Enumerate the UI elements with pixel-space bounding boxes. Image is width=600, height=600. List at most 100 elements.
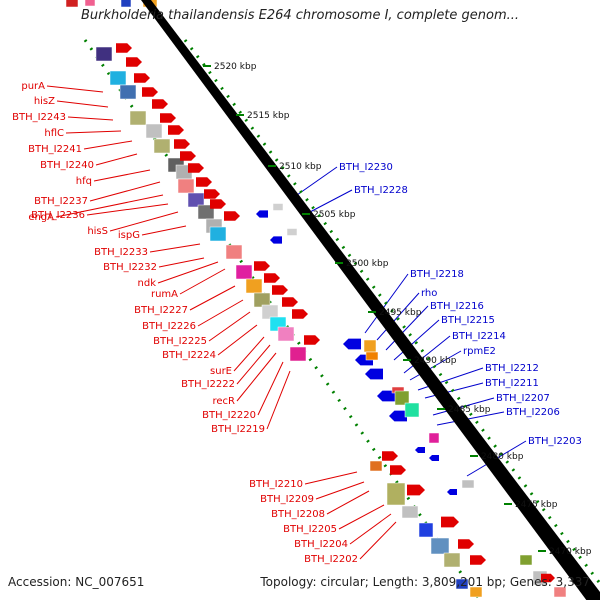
- gene-box: [95, 46, 113, 62]
- gene-box: [553, 586, 567, 598]
- gene-arrow-forward: [264, 273, 280, 283]
- gene-label-bth-i2226[interactable]: BTH_I2226: [142, 321, 196, 332]
- left-label-connector: [359, 521, 397, 560]
- left-label-connector: [338, 504, 385, 530]
- gene-label-bth-i2228[interactable]: BTH_I2228: [354, 185, 408, 196]
- gene-label-enga[interactable]: engA: [28, 212, 54, 223]
- gene-label-pura[interactable]: purA: [21, 81, 45, 92]
- left-label-connector: [326, 490, 370, 515]
- chromosome-backbone: [141, 0, 600, 600]
- left-label-connector: [304, 471, 358, 485]
- gene-box: [120, 0, 132, 8]
- left-label-connector: [236, 344, 271, 385]
- gene-label-bth-i2215[interactable]: BTH_I2215: [441, 315, 495, 326]
- gene-box: [428, 432, 440, 444]
- gene-label-bth-i2222[interactable]: BTH_I2222: [181, 379, 235, 390]
- gene-label-recr[interactable]: recR: [213, 396, 236, 407]
- gene-label-bth-i2230[interactable]: BTH_I2230: [339, 162, 393, 173]
- left-label-connector: [266, 370, 291, 430]
- left-label-connector: [257, 361, 284, 416]
- scale-tick-label: 2515 kbp: [247, 111, 290, 121]
- gene-label-bth-i2209[interactable]: BTH_I2209: [260, 494, 314, 505]
- gene-arrow-forward: [441, 516, 459, 528]
- gene-label-bth-i2202[interactable]: BTH_I2202: [304, 554, 358, 565]
- gene-label-bth-i2203[interactable]: BTH_I2203: [528, 436, 582, 447]
- left-label-connector: [83, 140, 133, 150]
- gene-box: [401, 505, 419, 519]
- gene-label-bth-i2227[interactable]: BTH_I2227: [134, 305, 188, 316]
- gene-box: [386, 482, 406, 506]
- gene-label-bth-i2232[interactable]: BTH_I2232: [103, 262, 157, 273]
- gene-label-sure[interactable]: surE: [210, 366, 232, 377]
- left-label-connector: [233, 336, 265, 372]
- gene-box: [129, 110, 147, 126]
- gene-label-bth-i2220[interactable]: BTH_I2220: [202, 410, 256, 421]
- gene-box: [225, 244, 243, 260]
- gene-box: [430, 537, 450, 555]
- left-label-connector: [141, 225, 187, 236]
- gene-box: [455, 578, 469, 590]
- gene-label-bth-i2214[interactable]: BTH_I2214: [452, 331, 506, 342]
- gene-label-bth-i2224[interactable]: BTH_I2224: [162, 350, 216, 361]
- gene-label-bth-i2219[interactable]: BTH_I2219: [211, 424, 265, 435]
- gene-label-bth-i2206[interactable]: BTH_I2206: [506, 407, 560, 418]
- gene-label-bth-i2212[interactable]: BTH_I2212: [485, 363, 539, 374]
- gene-label-bth-i2208[interactable]: BTH_I2208: [271, 509, 325, 520]
- gene-arrow-forward: [272, 285, 288, 295]
- scale-tick-label: 2500 kbp: [346, 259, 389, 269]
- gene-label-bth-i2236[interactable]: BTH_I2236: [31, 210, 85, 221]
- gene-arrow-reverse: [377, 390, 395, 402]
- gene-label-bth-i2216[interactable]: BTH_I2216: [430, 301, 484, 312]
- gene-label-bth-i2211[interactable]: BTH_I2211: [485, 378, 539, 389]
- gene-label-ruma[interactable]: rumA: [151, 289, 178, 300]
- gene-label-ndk[interactable]: ndk: [138, 278, 157, 289]
- gene-label-hflc[interactable]: hflC: [44, 128, 64, 139]
- gene-arrow-forward: [174, 139, 190, 149]
- gene-label-bth-i2237[interactable]: BTH_I2237: [34, 196, 88, 207]
- gene-arrow-reverse: [429, 455, 439, 461]
- gene-arrow-forward: [304, 335, 320, 345]
- gene-label-rpme2[interactable]: rpmE2: [463, 346, 496, 357]
- gene-label-hiss[interactable]: hisS: [87, 226, 108, 237]
- gene-label-hfq[interactable]: hfq: [76, 176, 92, 187]
- gene-arrow-forward: [254, 261, 270, 271]
- gene-box: [245, 278, 263, 294]
- gene-arrow-forward: [152, 99, 168, 109]
- gene-label-hisz[interactable]: hisZ: [34, 96, 55, 107]
- left-label-connector: [95, 153, 138, 166]
- gene-label-bth-i2207[interactable]: BTH_I2207: [496, 393, 550, 404]
- gene-box: [365, 351, 379, 361]
- gene-box: [84, 0, 96, 7]
- gene-arrow-reverse: [256, 210, 268, 218]
- gene-label-bth-i2225[interactable]: BTH_I2225: [153, 336, 207, 347]
- scale-tick-label: 2480 kbp: [481, 452, 524, 462]
- gene-arrow-reverse: [415, 447, 425, 453]
- left-label-connector: [217, 324, 258, 356]
- left-label-connector: [189, 285, 236, 311]
- gene-label-bth-i2204[interactable]: BTH_I2204: [294, 539, 348, 550]
- left-gene-labels[interactable]: purA hisZ BTH_I2243 hflC BTH_I2241BTH_I2240h…: [12, 81, 358, 565]
- gene-box: [153, 138, 171, 154]
- left-label-connector: [55, 194, 164, 218]
- gene-label-ispg[interactable]: ispG: [118, 230, 140, 241]
- left-label-connector: [149, 243, 201, 253]
- gene-arrow-forward: [224, 211, 240, 221]
- gene-label-bth-i2218[interactable]: BTH_I2218: [410, 269, 464, 280]
- gene-label-bth-i2241[interactable]: BTH_I2241: [28, 144, 82, 155]
- right-label-connector: [409, 350, 462, 381]
- gene-arrow-reverse: [365, 368, 383, 380]
- left-label-connector: [86, 203, 169, 216]
- right-gene-labels[interactable]: BTH_I2230BTH_I2228BTH_I2218rhoBTH_I2216B…: [339, 162, 582, 447]
- gene-box: [461, 479, 475, 489]
- gene-label-bth-i2240[interactable]: BTH_I2240: [40, 160, 94, 171]
- gene-label-bth-i2233[interactable]: BTH_I2233: [94, 247, 148, 258]
- gene-arrow-forward: [204, 189, 220, 199]
- gene-label-bth-i2205[interactable]: BTH_I2205: [283, 524, 337, 535]
- gene-box: [65, 0, 79, 8]
- gene-label-bth-i2210[interactable]: BTH_I2210: [249, 479, 303, 490]
- gene-label-rho[interactable]: rho: [421, 288, 437, 299]
- left-label-connector: [315, 481, 365, 500]
- gene-label-bth-i2243[interactable]: BTH_I2243: [12, 112, 66, 123]
